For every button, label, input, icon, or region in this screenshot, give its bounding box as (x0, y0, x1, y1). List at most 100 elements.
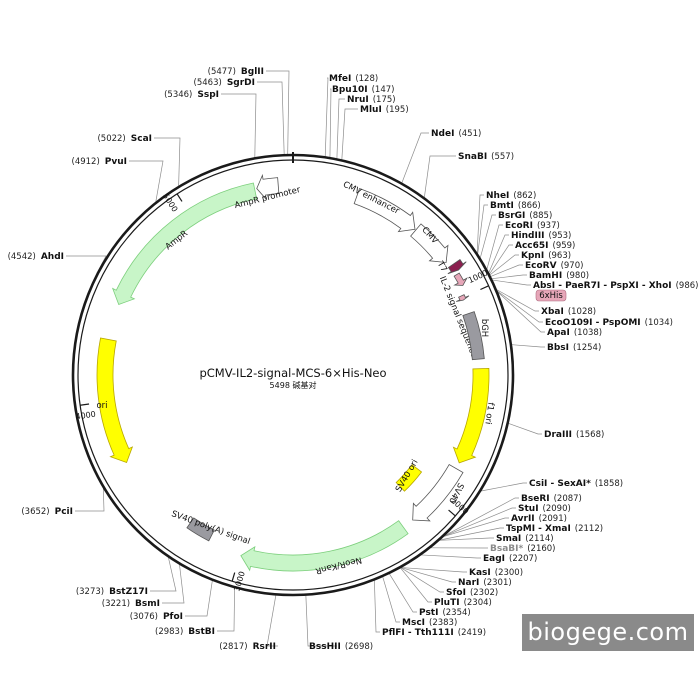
site-position: (2160) (527, 544, 555, 554)
site-xbai: XbaI(1028) (541, 307, 596, 317)
feature-neor-kanr (240, 520, 409, 572)
site-sspi: (5346) SspI (164, 90, 219, 100)
site-leader-nrui (336, 98, 345, 159)
site-pvui: (4912) PvuI (72, 157, 127, 167)
site-pcii: (3652)PciI (21, 507, 73, 517)
site-position: (3221) (102, 599, 130, 609)
site-name: BstZ17I (109, 587, 148, 597)
tick-label: 4000 (75, 410, 96, 422)
site-position: (5477) (208, 67, 236, 77)
site-leader-ecori (486, 224, 503, 270)
site-nhei: NheI(862) (486, 191, 536, 201)
site-ecorv: EcoRV(970) (525, 261, 583, 271)
site-name: PflFI - Tth111I (382, 628, 454, 638)
site-leader-mlui (341, 108, 358, 160)
site-position: (1034) (645, 318, 673, 328)
site-position: (862) (513, 191, 536, 201)
site-position: (970) (561, 261, 584, 271)
site-draiii: DraIII(1568) (544, 430, 604, 440)
site-name: Bpu10I (332, 85, 368, 95)
site-leader-hindiii (488, 234, 509, 273)
feature-label-cmv-enhancer: CMV enhancer (341, 180, 401, 217)
site-leader-scai (154, 137, 181, 186)
site-leader-kasi (401, 567, 467, 573)
feature-ori (96, 337, 134, 463)
feature-bgh (462, 311, 485, 361)
site-leader-sspi (221, 93, 257, 158)
site-leader-nhei (476, 194, 484, 253)
site-position: (2114) (525, 534, 553, 544)
site-bglii: (5477)BglII (208, 67, 264, 77)
site-name: RsrII (253, 642, 276, 652)
site-stui: StuI(2090) (518, 504, 571, 514)
site-name: AbsI - PaeR7I - PspXI - XhoI (533, 281, 672, 291)
site-position: (5346) (164, 90, 192, 100)
site-name: HindIII (511, 231, 545, 241)
site-name: EagI (483, 554, 505, 564)
plasmid-size: 5498 碱基对 (270, 380, 317, 390)
site-position: (2983) (155, 627, 183, 637)
tick-label: 1000 (467, 268, 489, 285)
site-leader-bstz17i (150, 557, 177, 592)
site-leader-pcii (75, 488, 105, 512)
site-name: XbaI (541, 307, 564, 317)
site-name: SspI (197, 90, 219, 100)
site-position: (2419) (458, 628, 486, 638)
site-sfoi: SfoI(2302) (446, 588, 498, 598)
site-position: (1858) (595, 479, 623, 489)
site-bpu10i: Bpu10I (147) (332, 85, 394, 95)
feature-6xhis (456, 294, 470, 302)
site-name: DraIII (544, 430, 572, 440)
site-leader-mfei (324, 77, 329, 157)
site-leader-pluti (400, 567, 432, 603)
feature-ampr (111, 182, 258, 305)
site-pluti: PluTI(2304) (434, 598, 492, 608)
his-tag-badge (535, 289, 567, 302)
site-leader-acc65i (489, 244, 513, 275)
site-name: AvrII (511, 514, 535, 524)
site-position: (885) (529, 211, 552, 221)
site-name: PluTI (434, 598, 460, 608)
site-position: (147) (372, 85, 395, 95)
site-pfoi: (3076)PfoI (130, 612, 183, 622)
site-rsrii: (2817) RsrII (219, 642, 276, 652)
site-name: KasI (469, 568, 491, 578)
site-leader-smai (439, 537, 494, 541)
tick-mark (176, 193, 183, 202)
site-name: PvuI (105, 157, 127, 167)
restriction-sites: (5477)BglII(5463)SgrDI(5346)SspI(5022)Sc… (8, 67, 699, 652)
site-position: (2817) (219, 642, 247, 652)
site-bsmi: (3221)BsmI (102, 599, 160, 609)
site-position: (980) (566, 271, 589, 281)
site-position: (1038) (574, 328, 602, 338)
site-name: BseRI (521, 494, 550, 504)
tick-mark (480, 285, 489, 291)
site-name: NarI (458, 578, 479, 588)
site-position: (937) (537, 221, 560, 231)
site-name: AhdI (41, 252, 64, 262)
site-position: (4912) (72, 157, 100, 167)
site-position: (2090) (543, 504, 571, 514)
site-position: (2698) (345, 642, 373, 652)
site-leader-eagi (421, 554, 481, 559)
site-leader-rsrii (266, 595, 278, 647)
site-sgrdi: (5463) SgrDI (194, 78, 255, 88)
site-bstbi: (2983)BstBI (155, 627, 215, 637)
site-msci: MscI(2383) (402, 618, 457, 628)
site-name: SgrDI (227, 78, 255, 88)
site-ecori: EcoRI(937) (505, 221, 560, 231)
site-leader-msci (382, 576, 400, 623)
site-name: BsaBI* (490, 544, 523, 554)
site-psti: PstI(2354) (419, 608, 471, 618)
site-position: (5463) (194, 78, 222, 88)
site-avrii: AvrII(2091) (511, 514, 567, 524)
feature-label-ori: ori (96, 401, 107, 411)
site-name: SfoI (446, 588, 466, 598)
site-position: (2112) (575, 524, 603, 534)
site-name: ApaI (547, 328, 570, 338)
site-name: Acc65I (515, 241, 549, 251)
site-position: (2301) (483, 578, 511, 588)
site-kasi: KasI(2300) (469, 568, 523, 578)
site-name: BamHI (529, 271, 562, 281)
